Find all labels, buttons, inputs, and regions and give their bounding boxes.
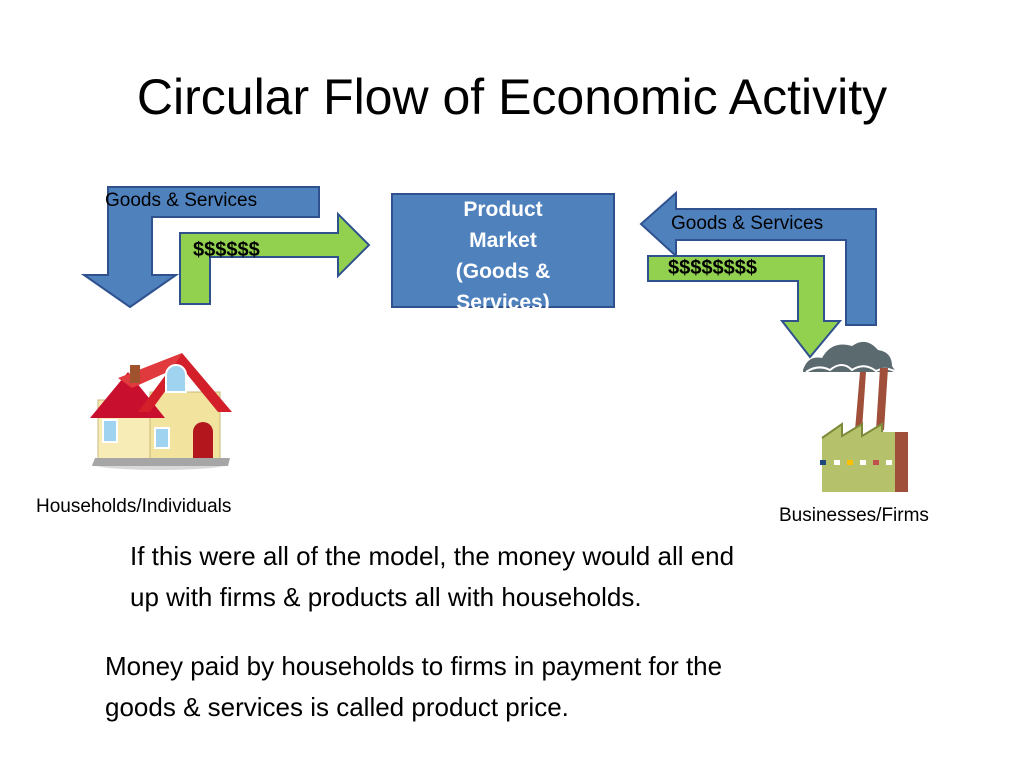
paragraph-1-line-2: up with firms & products all with househ… [130,582,642,612]
paragraph-1: If this were all of the model, the money… [130,536,734,618]
house-icon [90,353,232,470]
product-market-line: (Goods & [455,260,551,283]
businesses-label: Businesses/Firms [779,505,929,526]
slide-title: Circular Flow of Economic Activity [136,69,888,125]
product-market-box [391,193,615,308]
left-goods-label: Goods & Services [105,190,258,211]
right-goods-label: Goods & Services [671,213,824,234]
right-goods-arrow [639,190,877,326]
factory-icon [803,341,908,492]
product-market-line: Market [469,229,537,252]
paragraph-1-line-1: If this were all of the model, the money… [130,541,735,571]
left-money-arrow [179,211,371,305]
paragraph-2-line-1: Money paid by households to firms in pay… [105,651,723,681]
left-goods-arrow [80,186,320,309]
right-money-arrow [647,255,843,359]
households-label: Households/Individuals [36,496,232,517]
product-market-line: Services) [456,291,550,314]
paragraph-2: Money paid by households to firms in pay… [105,646,722,728]
right-money-label: $$$$$$$$ [668,257,757,279]
paragraph-2-line-2: goods & services is called product price… [105,692,569,722]
left-money-label: $$$$$$ [193,239,260,261]
product-market-line: Product [463,198,543,221]
product-market-label: Product Market (Goods & Services) [392,194,614,318]
